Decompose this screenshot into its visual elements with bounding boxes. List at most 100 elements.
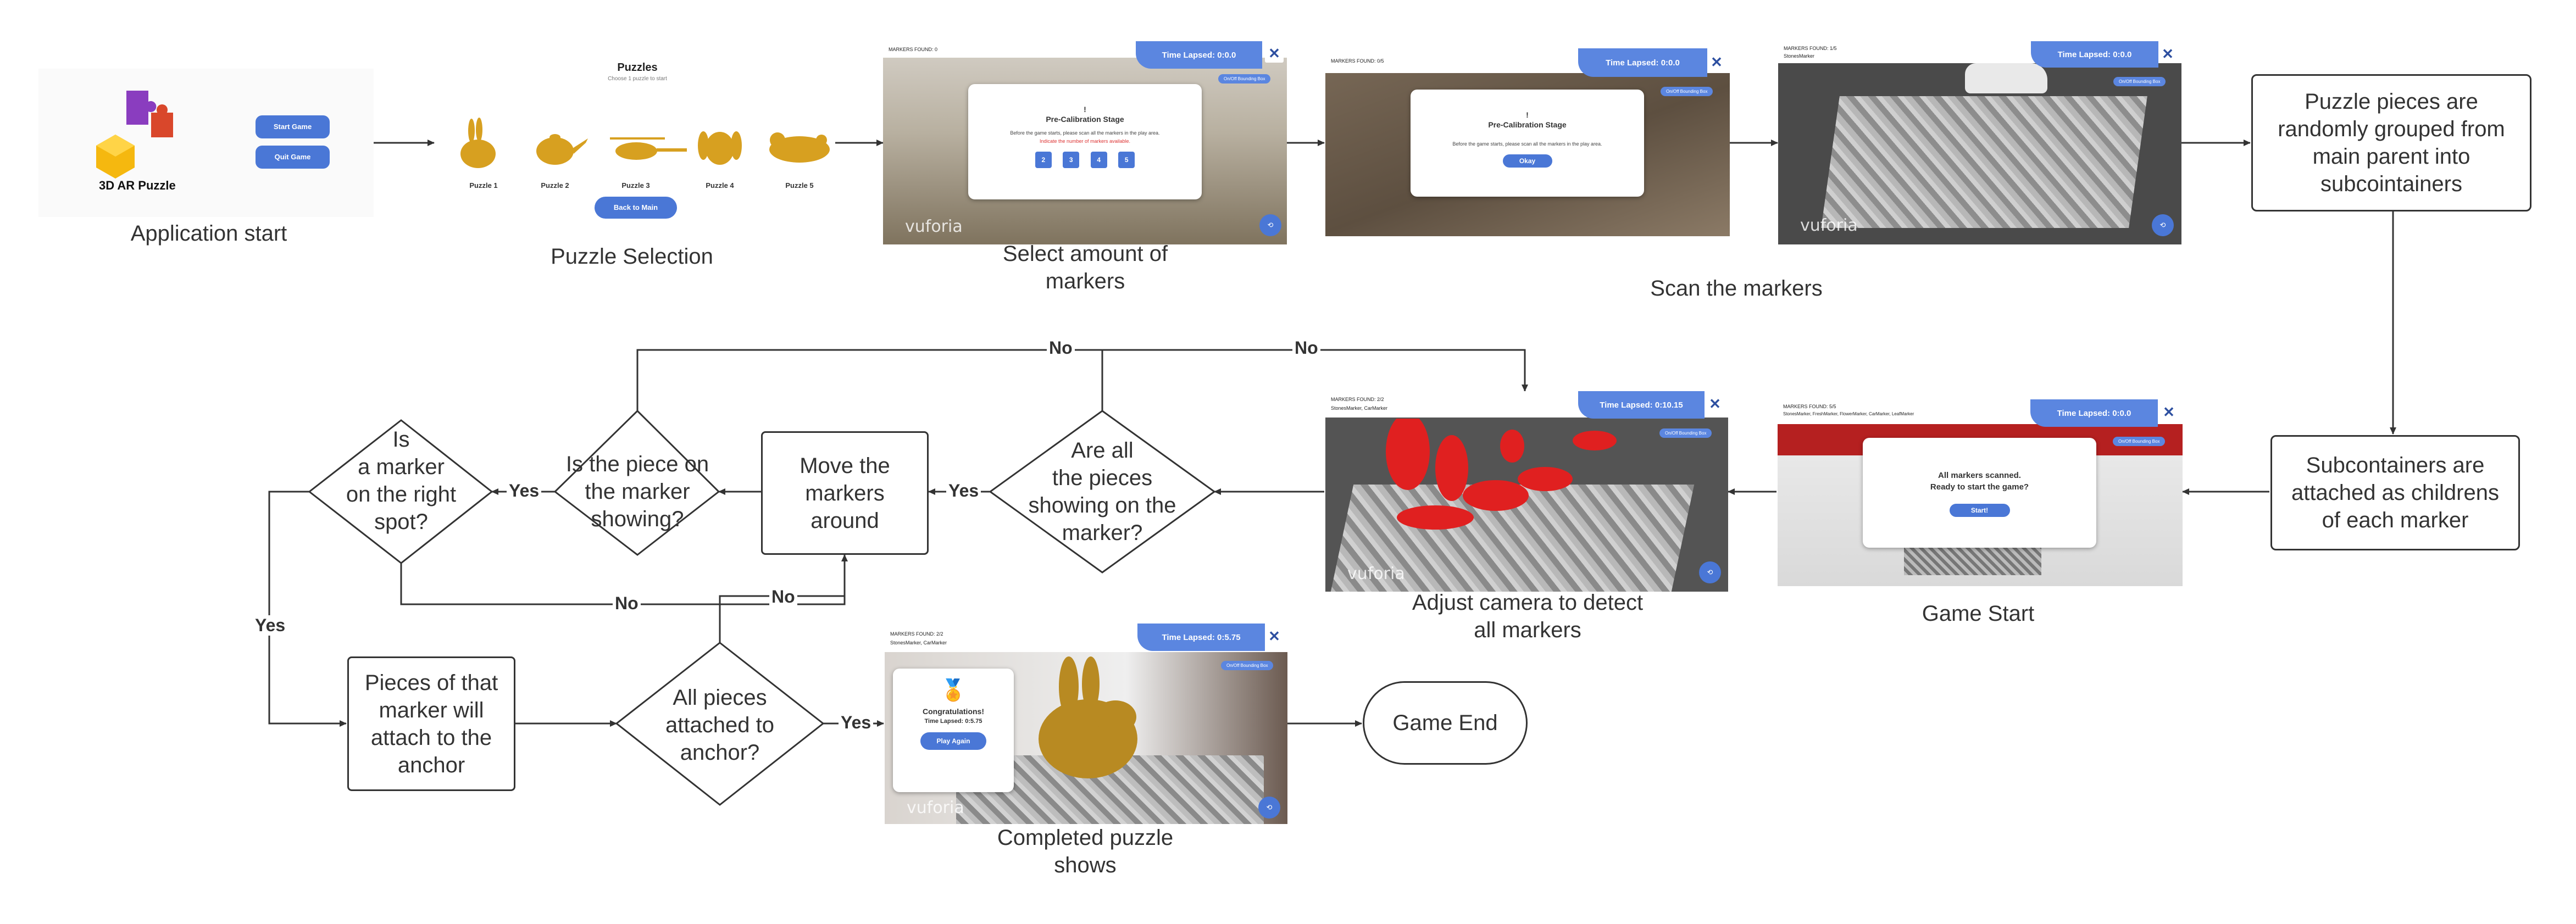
- edge-label-no-3: No: [613, 593, 641, 614]
- caption-puzzle-selection: Puzzle Selection: [551, 244, 713, 269]
- decision-right-spot: Is a marker on the right spot?: [330, 423, 473, 538]
- modal-red-text: Indicate the number of markers available…: [1039, 138, 1131, 144]
- puzzle-4-label[interactable]: Puzzle 4: [706, 181, 734, 190]
- bounding-box-toggle[interactable]: On/Off Bounding Box: [1659, 428, 1712, 438]
- caption-scan: Scan the markers: [1650, 276, 1823, 300]
- toy-car-image: [1965, 63, 2047, 93]
- marker-count-4-button[interactable]: 4: [1090, 152, 1107, 168]
- puzzle-5-label[interactable]: Puzzle 5: [785, 181, 814, 190]
- okay-button[interactable]: Okay: [1502, 154, 1552, 168]
- decision-piece-on-marker-shape: [553, 409, 720, 556]
- close-icon[interactable]: ✕: [2158, 44, 2177, 63]
- marker-name-text: StonesMarker: [1784, 53, 1815, 59]
- close-icon[interactable]: ✕: [1265, 627, 1284, 645]
- decision-all-pieces-line: showing on the: [1028, 493, 1176, 517]
- quit-game-button[interactable]: Quit Game: [256, 146, 330, 169]
- puzzle-2-teapot-icon: [536, 134, 588, 165]
- puzzle-thumbnails: [460, 118, 830, 168]
- marker-count-3-button[interactable]: 3: [1063, 152, 1080, 168]
- decision-spot-line: a marker: [358, 455, 445, 479]
- markers-found-text: MARKERS FOUND: 0/5: [1331, 58, 1384, 64]
- puzzle-2-label[interactable]: Puzzle 2: [541, 181, 569, 190]
- decision-piece-line: showing?: [591, 507, 684, 531]
- decision-piece-on-marker: Is the piece on the marker showing?: [555, 445, 720, 538]
- node-move-line: around: [810, 508, 879, 533]
- marker-name-text: StonesMarker, CarMarker: [890, 640, 947, 645]
- markers-found-text: MARKERS FOUND: 0: [889, 47, 938, 52]
- bounding-box-toggle[interactable]: On/Off Bounding Box: [1218, 74, 1271, 84]
- decision-spot-line: Is: [392, 427, 410, 452]
- markers-found-text: MARKERS FOUND: 5/5: [1783, 404, 1836, 409]
- decision-anchor-line: All pieces: [673, 686, 767, 710]
- edge-label-no-1: No: [1047, 338, 1075, 358]
- node-pieces-attach-line: marker will: [379, 698, 484, 722]
- vuforia-watermark: vuforia: [1347, 564, 1405, 583]
- congrats-modal: 🏅 Congratulations! Time Lapsed: 0:5.75 P…: [893, 669, 1014, 792]
- rotate-icon[interactable]: ⟲: [1258, 797, 1280, 819]
- node-pieces-attach: Pieces of that marker will attach to the…: [347, 656, 515, 791]
- screenshot-game-start: MARKERS FOUND: 5/5 StonesMarker, FreshMa…: [1778, 399, 2183, 586]
- modal-text: Before the game starts, please scan all …: [1010, 130, 1160, 136]
- decision-anchor-shape: [615, 642, 825, 806]
- edge-label-yes-1: Yes: [946, 481, 981, 501]
- decision-all-pieces-shape: [989, 410, 1216, 574]
- decision-all-pieces: Are all the pieces showing on the marker…: [1011, 431, 1193, 552]
- close-icon[interactable]: ✕: [1707, 53, 1726, 71]
- rotate-icon[interactable]: ⟲: [2152, 214, 2174, 236]
- node-grouped-line: Puzzle pieces are: [2305, 90, 2478, 114]
- puzzle-logo-icon: [96, 91, 173, 179]
- puzzle-1-bunny-icon: [460, 118, 496, 168]
- node-game-end: Game End: [1363, 681, 1528, 765]
- close-icon[interactable]: ✕: [1706, 394, 1724, 413]
- decision-spot-line: on the right: [346, 482, 457, 506]
- caption-app-start: Application start: [130, 221, 287, 246]
- node-move-line: Move the: [800, 453, 890, 478]
- start-button[interactable]: Start!: [1949, 504, 2010, 517]
- rotate-icon[interactable]: ⟲: [1259, 214, 1281, 236]
- edge-label-yes-3: Yes: [253, 615, 288, 636]
- congrats-text: Congratulations!: [923, 707, 984, 716]
- edge-anchor-no: [719, 595, 845, 643]
- close-icon[interactable]: ✕: [2159, 403, 2178, 421]
- decision-piece-line: Is the piece on: [565, 452, 709, 476]
- golden-bunny-image: [1039, 656, 1137, 778]
- bounding-box-toggle[interactable]: On/Off Bounding Box: [2113, 77, 2166, 86]
- puzzle-3-label[interactable]: Puzzle 3: [621, 181, 650, 190]
- node-pieces-attach-line: anchor: [397, 753, 465, 777]
- decision-all-pieces-line: Are all: [1071, 438, 1134, 463]
- markers-found-text: MARKERS FOUND: 2/2: [890, 631, 943, 637]
- caption-line: Adjust camera to detect: [1412, 591, 1644, 615]
- marker-name-text: StonesMarker, CarMarker: [1331, 405, 1388, 411]
- back-to-main-button[interactable]: Back to Main: [595, 197, 677, 219]
- node-move-line: markers: [805, 481, 885, 505]
- bounding-box-toggle[interactable]: On/Off Bounding Box: [1221, 661, 1274, 670]
- marker-count-2-button[interactable]: 2: [1035, 152, 1052, 168]
- marker-count-5-button[interactable]: 5: [1118, 152, 1135, 168]
- red-puzzle-pieces-image: [1386, 419, 1617, 530]
- time-lapsed-badge: Time Lapsed: 0:5.75: [1137, 624, 1265, 651]
- vuforia-watermark: vuforia: [905, 217, 963, 236]
- stones-marker-image: [1821, 96, 2147, 228]
- node-attached-line: Subcontainers are: [2306, 453, 2485, 477]
- decision-all-pieces-line: marker?: [1062, 521, 1143, 545]
- decision-spot-line: spot?: [374, 510, 428, 534]
- bounding-box-toggle[interactable]: On/Off Bounding Box: [2113, 437, 2166, 446]
- node-attached-line: attached as childrens: [2291, 481, 2499, 505]
- screenshot-puzzle-selection: Puzzles Choose 1 puzzle to start Puzzle …: [440, 55, 835, 231]
- time-lapsed-badge: Time Lapsed: 0:0.0: [2030, 399, 2158, 427]
- close-icon[interactable]: ✕: [1265, 44, 1284, 63]
- bounding-box-toggle[interactable]: On/Off Bounding Box: [1661, 87, 1713, 96]
- puzzle-1-label[interactable]: Puzzle 1: [469, 181, 498, 190]
- rotate-icon[interactable]: ⟲: [1699, 561, 1721, 583]
- time-lapsed-badge: Time Lapsed: 0:0.0: [2031, 41, 2158, 68]
- caption-adjust: Adjust camera to detect all markers: [1385, 589, 1670, 644]
- node-grouped-line: main parent into: [2312, 144, 2470, 169]
- marker-name-text: StonesMarker, FreshMarker, FlowerMarker,…: [1783, 411, 1914, 416]
- edge-piece-no-loop: [636, 349, 1528, 411]
- caption-game-start: Game Start: [1922, 602, 2035, 626]
- play-again-button[interactable]: Play Again: [920, 732, 986, 750]
- edge-label-yes-2: Yes: [507, 481, 542, 501]
- start-game-button[interactable]: Start Game: [256, 115, 330, 138]
